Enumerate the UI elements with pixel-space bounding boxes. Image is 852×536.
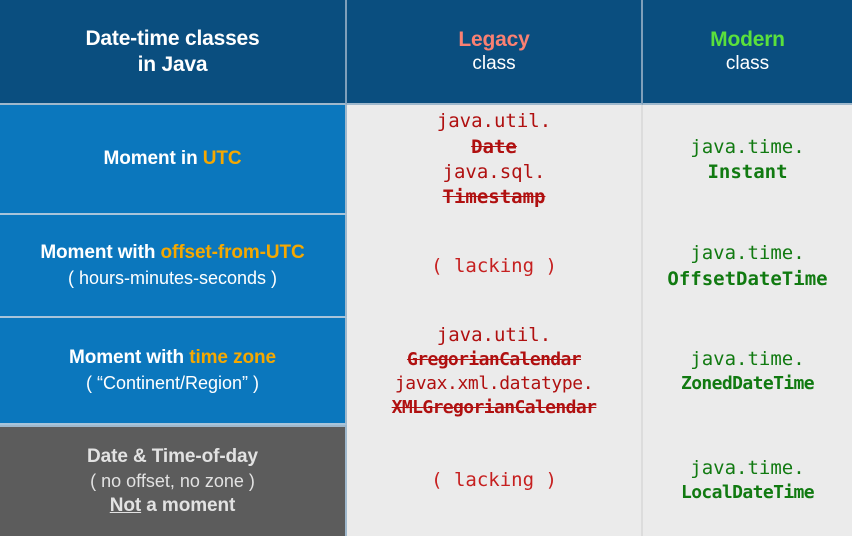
- row-legacy-moment-in-utc: java.util. Date java.sql. Timestamp: [347, 105, 643, 215]
- row-label-main-accent: offset-from-UTC: [160, 242, 305, 263]
- class-name: Instant: [707, 161, 788, 183]
- class-name: OffsetDateTime: [667, 267, 828, 290]
- class-name: LocalDateTime: [680, 482, 815, 504]
- class-name: ZonedDateTime: [680, 373, 815, 395]
- class-name: XMLGregorianCalendar: [391, 397, 597, 419]
- lacking-note: ( lacking ): [431, 255, 557, 278]
- row-label-sub: ( “Continent/Region” ): [85, 372, 260, 393]
- package-name: java.time.: [690, 456, 805, 479]
- row-label-main-prefix: Moment with: [69, 347, 190, 368]
- lacking-note: ( lacking ): [431, 469, 557, 492]
- header-cell-modern: Modern class: [643, 0, 852, 105]
- package-name: java.sql.: [442, 161, 546, 183]
- row-label-moment-with-timezone: Moment with time zone ( “Continent/Regio…: [0, 318, 347, 425]
- row-label-main-accent: time zone: [189, 347, 276, 368]
- header-cell-label: Date-time classes in Java: [0, 0, 347, 105]
- header-legacy-title: Legacy: [458, 27, 530, 51]
- class-name: Timestamp: [442, 186, 546, 209]
- header-label-line1: Date-time classes: [85, 26, 260, 50]
- header-modern-title: Modern: [710, 27, 785, 51]
- row-label-date-and-time-of-day: Date & Time-of-day ( no offset, no zone …: [0, 425, 347, 536]
- header-modern-subtitle: class: [725, 53, 770, 75]
- package-name: java.time.: [690, 135, 805, 158]
- row-modern-moment-in-utc: java.time. Instant: [643, 105, 852, 215]
- row-label-third-rest: a moment: [141, 494, 236, 516]
- class-entry: java.util. Date: [437, 109, 551, 160]
- class-name: GregorianCalendar: [406, 349, 582, 371]
- class-name: Date: [471, 135, 517, 158]
- package-name: javax.xml.datatype.: [394, 373, 594, 395]
- row-label-sub: ( no offset, no zone ): [90, 471, 255, 492]
- class-entry: java.time. LocalDateTime: [680, 456, 815, 505]
- row-modern-date-and-time-of-day: java.time. LocalDateTime: [643, 425, 852, 536]
- row-label-main-prefix: Moment in: [103, 147, 203, 169]
- row-label-sub: ( hours-minutes-seconds ): [67, 267, 278, 288]
- row-label-main-prefix: Moment with: [40, 242, 161, 263]
- class-entry: javax.xml.datatype. XMLGregorianCalendar: [392, 372, 597, 420]
- row-label-main: Moment with offset-from-UTC: [40, 241, 304, 266]
- header-cell-legacy: Legacy class: [347, 0, 643, 105]
- row-modern-moment-with-timezone: java.time. ZonedDateTime: [643, 318, 852, 425]
- class-entry: java.time. ZonedDateTime: [680, 347, 815, 396]
- row-label-main-accent: UTC: [202, 147, 242, 169]
- row-legacy-moment-with-offset: ( lacking ): [347, 215, 643, 318]
- package-name: java.util.: [436, 323, 552, 346]
- row-label-moment-with-offset: Moment with offset-from-UTC ( hours-minu…: [0, 215, 347, 318]
- package-name: java.time.: [690, 347, 805, 370]
- row-label-main: Date & Time-of-day: [87, 445, 258, 467]
- row-modern-moment-with-offset: java.time. OffsetDateTime: [643, 215, 852, 318]
- package-name: java.time.: [690, 242, 805, 265]
- header-label-line2: in Java: [137, 52, 208, 76]
- row-legacy-date-and-time-of-day: ( lacking ): [347, 425, 643, 536]
- header-legacy-subtitle: class: [472, 53, 516, 75]
- class-entry: java.time. Instant: [690, 135, 804, 186]
- row-label-main: Moment with time zone: [69, 346, 276, 371]
- row-legacy-moment-with-timezone: java.util. GregorianCalendar javax.xml.d…: [347, 318, 643, 425]
- class-entry: java.time. OffsetDateTime: [667, 241, 827, 292]
- row-label-moment-in-utc: Moment in UTC: [0, 105, 347, 215]
- class-entry: java.util. GregorianCalendar: [406, 323, 582, 372]
- row-label-third-underlined: Not: [109, 494, 142, 516]
- row-label-main: Moment in UTC: [103, 147, 241, 172]
- class-entry: java.sql. Timestamp: [443, 160, 546, 211]
- row-label-third: Not a moment: [109, 494, 236, 519]
- package-name: java.util.: [436, 110, 552, 133]
